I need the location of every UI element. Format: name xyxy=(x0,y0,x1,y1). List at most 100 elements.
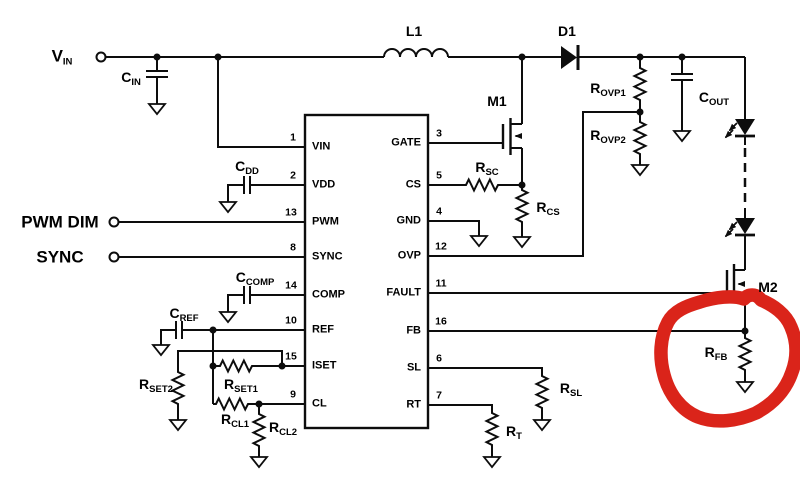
resistor-rcl1 xyxy=(213,396,305,412)
resistor-rsc xyxy=(428,177,522,193)
ic-pin-name-rt: RT xyxy=(406,398,421,411)
rcs-label: RCS xyxy=(536,199,560,218)
ic-pin-name-ref: REF xyxy=(312,323,334,336)
cout-label: COUT xyxy=(698,89,730,108)
ic-pin-num-8: 8 xyxy=(290,241,296,254)
capacitor-ccomp xyxy=(227,286,305,312)
rfb-label: RFB xyxy=(704,344,728,363)
ic-pin-name-gnd: GND xyxy=(396,214,421,227)
ic-pin-name-vin: VIN xyxy=(312,140,331,153)
ground-icon xyxy=(218,311,238,324)
resistor-rsl xyxy=(428,367,550,420)
capacitor-cout xyxy=(671,57,693,131)
ic-pin-num-1: 1 xyxy=(290,131,296,144)
pwm-dim-terminal xyxy=(108,216,120,228)
rsl-label: RSL xyxy=(559,380,583,399)
rovp2-label: ROVP2 xyxy=(590,127,626,146)
ic-pin-num-3: 3 xyxy=(436,127,442,140)
led-2 xyxy=(724,218,755,238)
ic-pin-name-vdd: VDD xyxy=(312,178,336,191)
ic-pin-name-ovp: OVP xyxy=(397,249,421,262)
ground-symbols xyxy=(147,103,755,469)
ground-icon xyxy=(482,456,502,469)
inductor-l1 xyxy=(383,48,449,58)
led-1 xyxy=(724,119,755,139)
sync-terminal-label: SYNC xyxy=(36,247,84,267)
annotation-circle xyxy=(654,288,800,428)
ic-pin-num-2: 2 xyxy=(290,169,296,182)
m2-label: M2 xyxy=(758,279,778,295)
ic-pin-num-13: 13 xyxy=(285,206,297,219)
mosfet-m2 xyxy=(725,234,746,331)
ground-icon xyxy=(512,236,532,249)
led2-emission-arrow-icon xyxy=(724,228,734,238)
pwm-dim-terminal-label: PWM DIM xyxy=(21,212,99,232)
sync-terminal xyxy=(108,251,120,263)
l1-label: L1 xyxy=(405,23,423,39)
led2-emission-arrow-icon xyxy=(728,221,738,231)
rcl2-label: RCL2 xyxy=(268,419,298,438)
junction-dots xyxy=(153,53,749,408)
resistor-rovp2 xyxy=(632,112,648,165)
ic-pin-num-14: 14 xyxy=(285,279,297,292)
ic-pin-num-7: 7 xyxy=(436,389,442,402)
terminals xyxy=(95,51,120,263)
wire-ovp xyxy=(428,111,640,257)
resistor-rcl2 xyxy=(251,404,267,457)
ground-icon xyxy=(151,344,171,357)
capacitor-cin xyxy=(146,57,168,104)
rset2-label: RSET2 xyxy=(139,376,173,395)
ic-pin-name-fault: FAULT xyxy=(386,286,421,299)
ground-icon xyxy=(672,130,692,143)
ground-icon xyxy=(532,419,552,432)
rt-label: RT xyxy=(506,423,522,442)
capacitor-cref xyxy=(160,321,305,345)
wire-gnd-pin xyxy=(428,220,480,236)
rset1-label: RSET1 xyxy=(224,376,258,395)
ic-pin-name-iset: ISET xyxy=(312,359,337,372)
ground-icon xyxy=(630,164,650,177)
ic-pin-name-gate: GATE xyxy=(391,136,421,149)
ic-pin-num-12: 12 xyxy=(435,240,447,253)
led1-emission-arrow-icon xyxy=(728,122,738,132)
ground-icon xyxy=(147,103,167,116)
capacitor-cdd xyxy=(227,176,305,202)
ic-pin-name-pwm: PWM xyxy=(312,215,339,228)
resistor-rfb xyxy=(737,331,753,382)
resistor-rt xyxy=(428,404,500,457)
resistor-rset1 xyxy=(213,358,305,374)
resistor-rovp1 xyxy=(632,57,648,112)
ground-icon xyxy=(469,235,489,248)
vin-terminal-label: VIN xyxy=(51,46,73,68)
rcl1-label: RCL1 xyxy=(220,411,250,430)
ic-pin-name-comp: COMP xyxy=(312,288,345,301)
ic-pin-num-4: 4 xyxy=(436,205,442,218)
ic-pin-num-5: 5 xyxy=(436,169,442,182)
cdd-label: CDD xyxy=(235,158,259,177)
ground-icon xyxy=(168,419,188,432)
resistor-rcs xyxy=(514,185,530,237)
diode-d1 xyxy=(561,45,580,70)
ic-pin-name-cs: CS xyxy=(405,178,421,191)
ground-icon xyxy=(735,381,755,394)
wire-d1-to-led xyxy=(578,56,746,119)
vin-terminal xyxy=(95,51,107,63)
ic-pin-name-fb: FB xyxy=(406,324,421,337)
mosfet-m1 xyxy=(501,57,523,185)
ic-pin-name-sync: SYNC xyxy=(312,250,343,263)
led1-emission-arrow-icon xyxy=(724,129,734,139)
ic-pin-num-11: 11 xyxy=(435,277,447,290)
rovp1-label: ROVP1 xyxy=(590,80,626,99)
ic-pin-num-6: 6 xyxy=(436,352,442,365)
ic-pin-num-15: 15 xyxy=(285,350,297,363)
m1-label: M1 xyxy=(487,93,507,109)
ic-pin-name-cl: CL xyxy=(312,397,327,410)
ic-pin-name-sl: SL xyxy=(406,361,421,374)
ic-pin-num-9: 9 xyxy=(290,388,296,401)
wire-vin-to-pin1 xyxy=(217,57,305,148)
ic-pin-num-10: 10 xyxy=(285,314,297,327)
d1-label: D1 xyxy=(558,23,576,39)
ground-icon xyxy=(218,201,238,214)
